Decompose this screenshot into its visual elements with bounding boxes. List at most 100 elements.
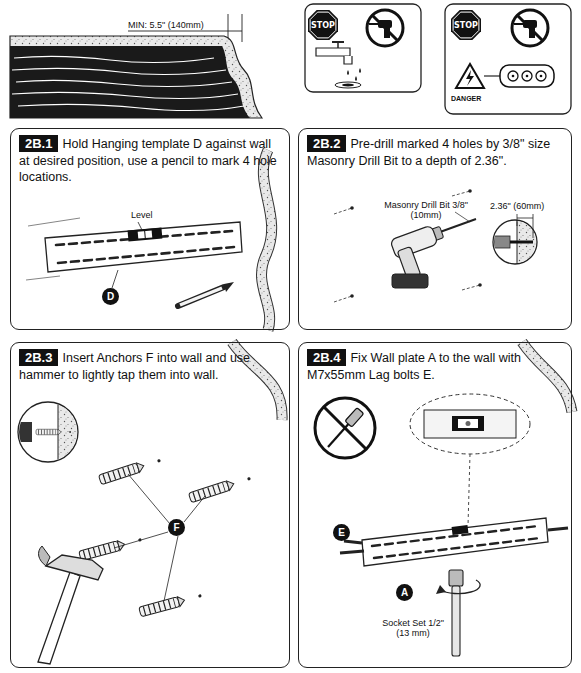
- warning-box-part: [456, 64, 484, 88]
- anchor-illustration-part: [139, 591, 203, 617]
- wall-plate-illustration-part: [452, 586, 460, 656]
- drilling-illustration-part-part: [510, 241, 533, 244]
- callout-letter: E: [333, 524, 350, 541]
- hanging-template-illustration-part: [112, 270, 118, 288]
- step-number: 2B.1: [19, 135, 58, 152]
- warning-box: [305, 4, 421, 92]
- callout-letter: F: [168, 519, 185, 536]
- anchor-illustration-part-part: [36, 429, 71, 435]
- dimension-line: [128, 14, 242, 42]
- warning-box-part: [512, 10, 548, 46]
- warning-label: DANGER: [451, 95, 495, 103]
- step-text: 2B.3Insert Anchors F into wall and use h…: [11, 343, 289, 389]
- wall-plate-illustration-part: [440, 580, 480, 594]
- callout-letter: D: [102, 288, 119, 305]
- warning-box-part: [367, 10, 403, 46]
- drilling-illustration-part: [452, 191, 470, 196]
- warning-box-part: [316, 48, 350, 56]
- anchor-illustration-part-part: [164, 536, 178, 601]
- wall-plate-illustration-part: [340, 551, 364, 553]
- warning-box-part: [466, 70, 474, 86]
- hanging-template-illustration-part: [262, 150, 272, 330]
- warning-box-part: [359, 68, 361, 73]
- wall-section-part: [18, 104, 244, 110]
- drilling-illustration-part: [334, 208, 352, 214]
- wall-plate-illustration-part: [449, 570, 463, 586]
- warning-box-part: [335, 82, 361, 88]
- anchor-illustration-part-part: [184, 496, 205, 522]
- warning-box-part: [526, 75, 529, 78]
- step-text: 2B.4Fix Wall plate A to the wall with M7…: [299, 343, 571, 389]
- wall-section: [10, 36, 262, 118]
- drilling-illustration-part: [462, 285, 480, 290]
- hanging-template-illustration-part: [138, 222, 142, 230]
- hanging-template-illustration-part: [262, 150, 272, 330]
- stop-sign: STOP: [451, 10, 481, 40]
- drilling-illustration-part: [493, 220, 537, 264]
- wall-plate-illustration: [315, 342, 572, 656]
- wall-plate-illustration-part: [410, 394, 530, 454]
- drilling-illustration-part: [517, 214, 533, 238]
- warning-box-part: [512, 75, 515, 78]
- wall-plate-illustration-part: [522, 342, 572, 412]
- drilling-illustration-part: [478, 283, 482, 287]
- warning-box-part: [536, 71, 546, 81]
- wall-section-part: [10, 36, 262, 118]
- drilling-illustration-part-part: [517, 218, 533, 219]
- wall-plate-illustration-part: [324, 407, 366, 449]
- wall-plate-illustration-part: [374, 538, 540, 558]
- dimension-line-part: [228, 14, 229, 38]
- warning-box-part: [517, 15, 543, 41]
- anchor-illustration-part: [114, 474, 205, 601]
- drilling-illustration-part: [334, 296, 352, 302]
- step-panel: 2B.2Pre-drill marked 4 holes by 3/8" siz…: [298, 128, 572, 330]
- warning-box-part: [355, 76, 357, 81]
- wall-plate-illustration-part: [452, 525, 469, 535]
- wall-plate-illustration-part: [548, 528, 568, 530]
- hanging-template-illustration-part: [180, 288, 222, 305]
- wall-section-part: [14, 56, 214, 62]
- stop-sign: STOP: [308, 10, 338, 40]
- anchor-illustration-part-part: [128, 474, 170, 524]
- wall-plate-illustration-part: [468, 454, 470, 526]
- drilling-illustration-part: [350, 294, 354, 298]
- warning-box-part: [305, 4, 421, 92]
- stop-text: STOP: [308, 10, 338, 40]
- hanging-template-illustration-part: [224, 282, 234, 292]
- hanging-template-illustration-part-part: [144, 231, 146, 238]
- warning-box-part: [347, 70, 349, 75]
- step-number: 2B.2: [307, 135, 346, 152]
- anchor-illustration-part: [38, 572, 80, 664]
- anchor-illustration-part-part: [58, 400, 80, 470]
- hanging-template-illustration-part: [45, 222, 242, 272]
- dimension-label: 2.36" (60mm): [490, 201, 550, 211]
- warning-box-part: [484, 75, 500, 76]
- wall-plate-illustration-part: [466, 421, 471, 426]
- drilling-illustration-part-part: [517, 214, 518, 226]
- wall-plate-illustration-part: [436, 585, 446, 594]
- drilling-illustration-part: [494, 218, 541, 268]
- wall-plate-illustration-part: [458, 419, 478, 428]
- anchor-illustration-part: [39, 546, 50, 566]
- wall-section-part: [12, 92, 238, 98]
- anchor-illustration-part-part: [114, 532, 168, 548]
- wall-section-part: [16, 80, 232, 86]
- hanging-template-illustration-part: [178, 287, 224, 306]
- tool-label: Socket Set 1/2" (13 mm): [378, 618, 448, 639]
- drilling-illustration-part: [440, 219, 476, 232]
- drilling-illustration-part: [392, 274, 428, 288]
- step-panel: 2B.1Hold Hanging template D against wall…: [10, 128, 290, 330]
- stop-octagon: [308, 10, 338, 40]
- wall-section-part: [10, 46, 250, 118]
- warning-box-part: [508, 71, 518, 81]
- hanging-template-illustration-part: [26, 276, 60, 280]
- dimension-line-part: [242, 14, 243, 42]
- drilling-illustration-part: [468, 189, 472, 193]
- anchor-illustration-part-part: [18, 422, 32, 442]
- step-panel: 2B.3Insert Anchors F into wall and use h…: [10, 342, 290, 668]
- warning-box-part: [369, 23, 378, 25]
- hanging-template-illustration-part: [28, 218, 80, 226]
- step-number: 2B.3: [19, 349, 58, 366]
- dimension-line-part: [128, 31, 242, 32]
